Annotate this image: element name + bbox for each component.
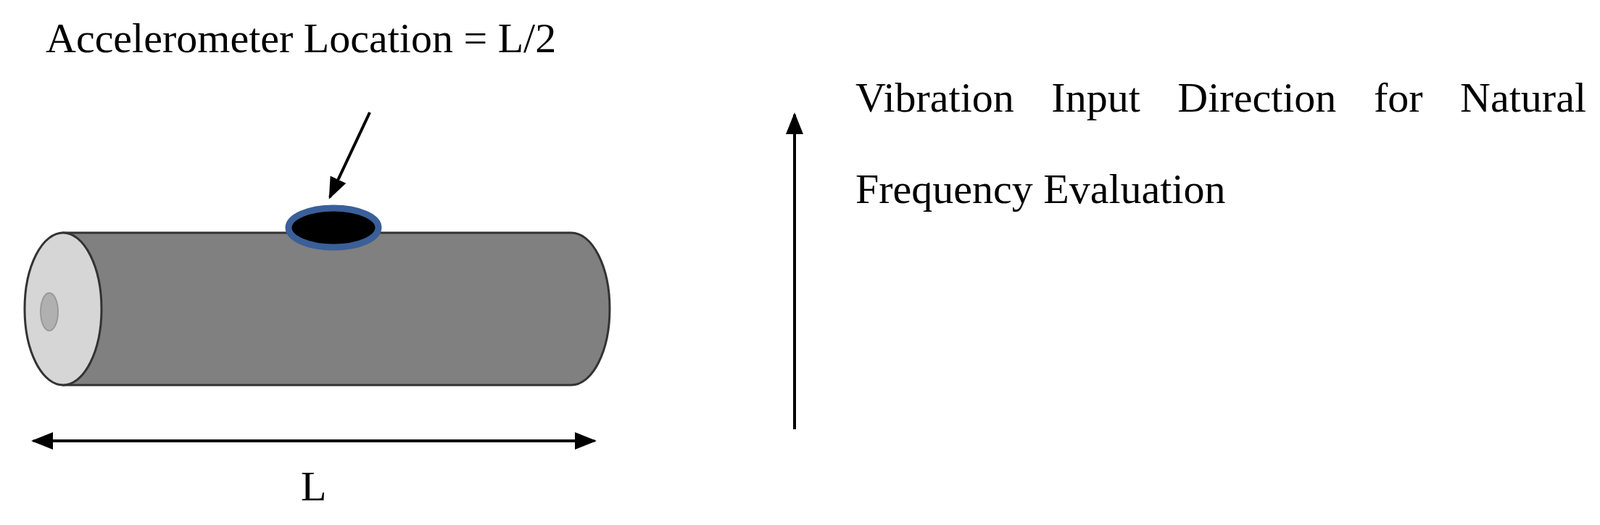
cylinder-body: [63, 232, 610, 385]
dimension-label: L: [300, 461, 327, 512]
leader-arrow: [329, 112, 370, 198]
center-hole: [40, 292, 58, 331]
dimension-line: [33, 439, 595, 443]
vibration-arrow: [793, 114, 797, 430]
accelerometer: [288, 208, 379, 248]
cylinder-end-face: [24, 232, 102, 385]
location-label: Accelerometer Location = L/2: [45, 13, 557, 64]
direction-label: Vibration Input Direction for Natural Fr…: [855, 52, 1587, 235]
